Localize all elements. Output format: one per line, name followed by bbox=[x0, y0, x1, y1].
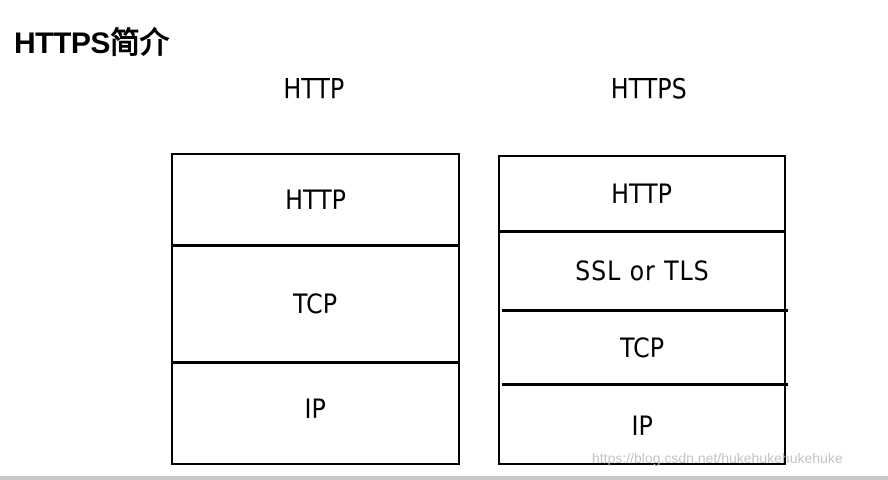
https-stack-layer-tcp: TCP bbox=[500, 312, 784, 384]
layer-label: IP bbox=[631, 410, 653, 442]
watermark: https://blog.csdn.net/hukehukehukehuke bbox=[592, 450, 843, 466]
https-stack-layer-http: HTTP bbox=[500, 157, 784, 232]
layer-label: HTTP bbox=[285, 184, 346, 216]
layer-divider bbox=[502, 383, 788, 386]
http-stack-layer-http: HTTP bbox=[173, 155, 458, 245]
layer-divider bbox=[502, 309, 788, 312]
bottom-rule bbox=[0, 476, 888, 480]
layer-divider bbox=[171, 361, 460, 364]
http-stack-layer-ip: IP bbox=[173, 364, 458, 454]
http-column-heading: HTTP bbox=[283, 72, 345, 105]
https-stack-layer-ip: IP bbox=[500, 386, 784, 466]
layer-divider bbox=[498, 230, 786, 233]
layer-label: IP bbox=[304, 393, 327, 425]
http-stack-layer-tcp: TCP bbox=[173, 247, 458, 361]
layer-label: TCP bbox=[619, 332, 665, 364]
layer-divider bbox=[171, 244, 460, 247]
https-stack: HTTP SSL or TLS TCP IP bbox=[498, 155, 788, 466]
https-column-heading: HTTPS bbox=[610, 72, 687, 105]
page-title: HTTPS简介 bbox=[14, 27, 169, 60]
layer-label: HTTP bbox=[611, 179, 673, 210]
https-stack-layer-ssl-tls: SSL or TLS bbox=[500, 233, 784, 310]
http-stack: HTTP TCP IP bbox=[171, 153, 460, 465]
layer-label: TCP bbox=[293, 288, 338, 320]
layer-label: SSL or TLS bbox=[574, 256, 710, 287]
